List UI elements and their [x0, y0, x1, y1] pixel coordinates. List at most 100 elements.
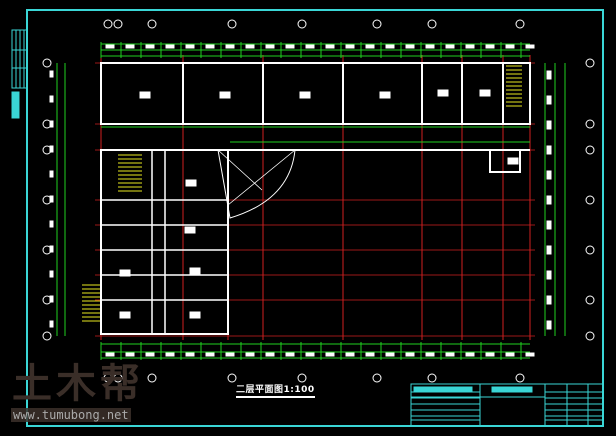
- dimension-text: [49, 195, 54, 203]
- dimension-text: [325, 44, 335, 49]
- axis-bubble: [297, 19, 307, 29]
- axis-bubble: [103, 19, 113, 29]
- dimension-text: [185, 44, 195, 49]
- axis-bubble: [113, 373, 123, 383]
- axis-bubble: [585, 295, 595, 305]
- axis-bubble: [515, 19, 525, 29]
- dimension-text: [445, 44, 455, 49]
- dimension-text: [125, 44, 135, 49]
- axis-bubble: [585, 195, 595, 205]
- dimension-text: [265, 44, 275, 49]
- dimension-text: [546, 295, 552, 305]
- axis-bubble: [42, 331, 52, 341]
- axis-bubble: [372, 373, 382, 383]
- dimension-text: [546, 245, 552, 255]
- room-label: [437, 89, 449, 97]
- dimension-text: [465, 352, 475, 357]
- dimension-text: [105, 352, 115, 357]
- axis-bubble: [515, 373, 525, 383]
- room-label: [189, 311, 201, 319]
- dimension-text: [49, 245, 54, 253]
- dimension-text: [465, 44, 475, 49]
- dimension-text: [365, 44, 375, 49]
- axis-bubble: [585, 331, 595, 341]
- lobby-curtain-wall: [217, 149, 296, 219]
- dimension-text: [546, 120, 552, 130]
- dimension-text: [546, 170, 552, 180]
- dimension-text: [546, 145, 552, 155]
- dimension-text: [49, 270, 54, 278]
- room-label: [119, 269, 131, 277]
- dimension-text: [245, 352, 255, 357]
- lobby-line: [227, 149, 296, 206]
- watermark-url: www.tumubong.net: [11, 408, 131, 422]
- drawing-title: 二层平面图1:100: [236, 382, 315, 398]
- dimension-text: [205, 44, 215, 49]
- axis-bubble: [42, 145, 52, 155]
- room-label: [189, 267, 201, 275]
- room-label: [507, 157, 519, 165]
- dimension-text: [225, 352, 235, 357]
- dimension-text: [525, 352, 535, 357]
- axis-bubble: [103, 373, 113, 383]
- drawing-frame: [26, 9, 604, 427]
- dimension-text: [145, 44, 155, 49]
- dimension-text: [405, 44, 415, 49]
- stamp-text-block: [11, 91, 20, 119]
- dimension-text: [205, 352, 215, 357]
- dimension-text: [285, 44, 295, 49]
- dimension-text: [385, 352, 395, 357]
- axis-bubble: [147, 19, 157, 29]
- dimension-text: [49, 220, 54, 228]
- dimension-text: [185, 352, 195, 357]
- axis-bubble: [42, 195, 52, 205]
- dimension-text: [365, 352, 375, 357]
- axis-bubble: [42, 245, 52, 255]
- dimension-text: [546, 70, 552, 80]
- dimension-text: [245, 44, 255, 49]
- dimension-text: [445, 352, 455, 357]
- axis-bubble: [227, 373, 237, 383]
- dimension-text: [49, 95, 54, 103]
- axis-bubble: [297, 373, 307, 383]
- classroom-row: [100, 62, 531, 125]
- dimension-text: [485, 352, 495, 357]
- dimension-text: [546, 320, 552, 330]
- lobby-line: [217, 149, 263, 191]
- dimension-text: [225, 44, 235, 49]
- dimension-text: [265, 352, 275, 357]
- dimension-text: [546, 195, 552, 205]
- axis-bubble: [585, 119, 595, 129]
- dimension-text: [49, 170, 54, 178]
- dimension-text: [49, 320, 54, 328]
- dimension-text: [125, 352, 135, 357]
- dimension-text: [546, 270, 552, 280]
- dimension-text: [505, 44, 515, 49]
- drawing-name-text: [491, 386, 533, 393]
- room-label: [219, 91, 231, 99]
- dimension-text: [546, 95, 552, 105]
- dimension-text: [49, 295, 54, 303]
- axis-bubble: [42, 58, 52, 68]
- axis-bubble: [42, 119, 52, 129]
- dimension-text: [49, 70, 54, 78]
- dimension-text: [405, 352, 415, 357]
- axis-bubble: [585, 245, 595, 255]
- axis-bubble: [372, 19, 382, 29]
- stair-tower: [489, 149, 521, 173]
- project-name-text: [413, 386, 473, 393]
- dimension-text: [425, 352, 435, 357]
- room-label: [185, 179, 197, 187]
- dimension-text: [546, 220, 552, 230]
- room-label: [479, 89, 491, 97]
- axis-bubble: [147, 373, 157, 383]
- dimension-text: [49, 145, 54, 153]
- dimension-text: [485, 44, 495, 49]
- dimension-text: [165, 352, 175, 357]
- axis-bubble: [427, 19, 437, 29]
- dimension-text: [425, 44, 435, 49]
- dimension-text: [285, 352, 295, 357]
- dimension-text: [325, 352, 335, 357]
